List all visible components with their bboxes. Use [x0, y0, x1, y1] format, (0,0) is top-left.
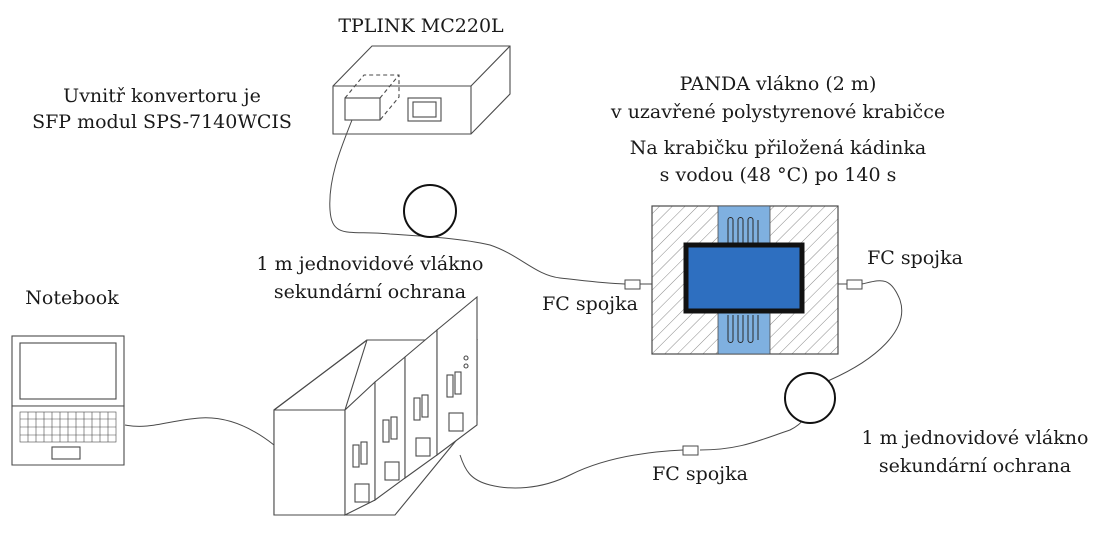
converter-title: TPLINK MC220L: [338, 15, 504, 37]
notebook-icon: [11, 335, 125, 466]
fiber1-note-line1: 1 m jednovidové vlákno: [256, 253, 484, 275]
fc-connector-right: [838, 279, 863, 290]
fiber1-note-line2: sekundární ochrana: [273, 281, 467, 303]
sfp-note-line2: SFP modul SPS-7140WCIS: [32, 111, 292, 133]
fiber-coil-1: [403, 184, 457, 238]
fc-connector-left: [624, 279, 652, 290]
panda-note-line4: s vodou (48 °C) po 140 s: [659, 164, 897, 186]
fc-connector-bottom: [682, 445, 699, 456]
panda-note-line3: Na krabičku přiložená kádinka: [629, 137, 927, 159]
fiber2-note-line1: 1 m jednovidové vlákno: [861, 427, 1089, 449]
data-cable: [124, 417, 275, 446]
interrogator-unit-icon: [273, 295, 478, 516]
water-beaker: [683, 242, 805, 314]
panda-fiber-box: [651, 205, 839, 355]
panda-note-line2: v uzavřené polystyrenové krabičce: [610, 101, 946, 123]
panda-note-line1: PANDA vlákno (2 m): [679, 73, 877, 95]
fiber-cable-3: [459, 449, 684, 489]
sfp-note-line1: Uvnitř konvertoru je: [63, 85, 261, 107]
fiber-cable-2: [699, 280, 903, 451]
fc-right-label: FC spojka: [867, 247, 963, 269]
fc-left-label: FC spojka: [542, 293, 638, 315]
fiber2-note-line2: sekundární ochrana: [878, 455, 1072, 477]
fc-bottom-label: FC spojka: [652, 463, 748, 485]
notebook-label: Notebook: [25, 287, 119, 309]
media-converter-icon: [332, 45, 511, 135]
fiber-coil-2: [784, 372, 836, 424]
